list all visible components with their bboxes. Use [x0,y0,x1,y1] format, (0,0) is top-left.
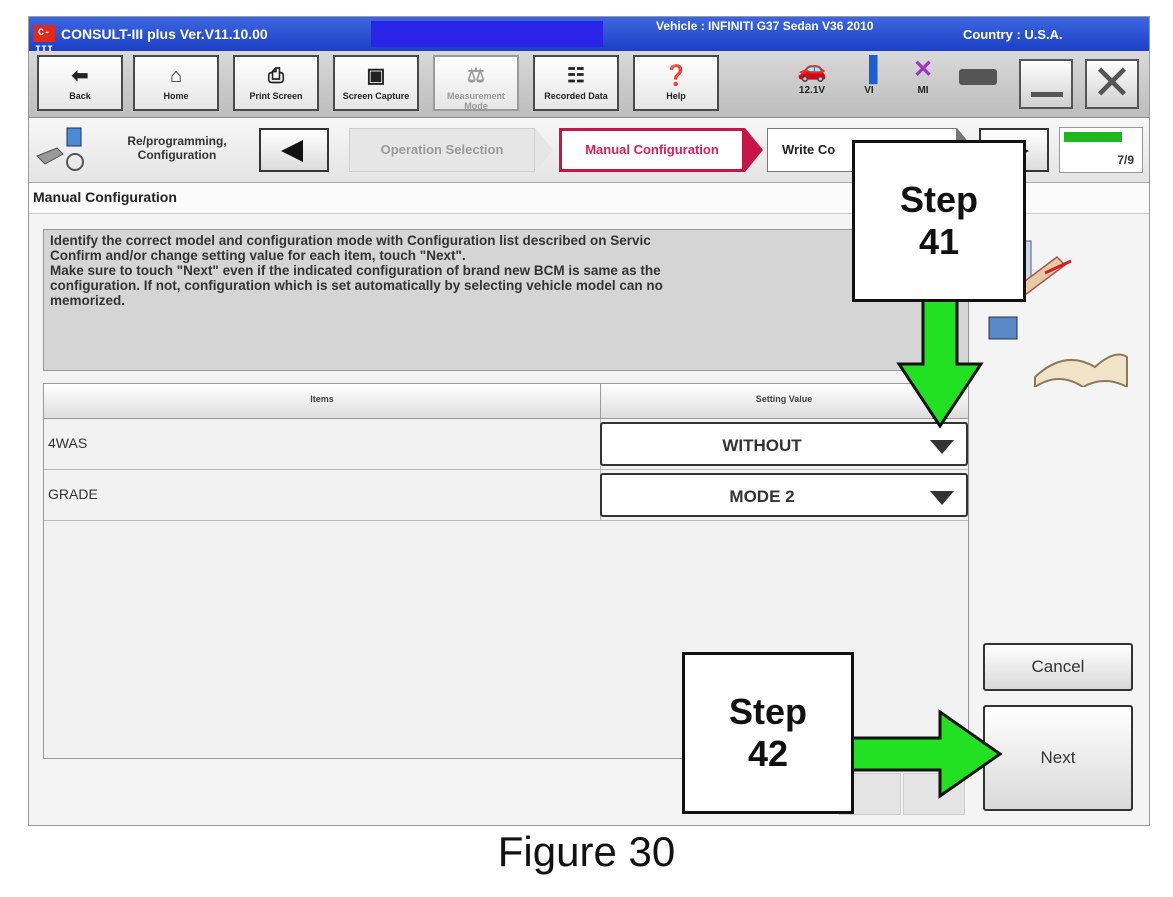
left-triangle-icon [281,140,303,162]
back-button[interactable]: ⬅ Back [37,55,123,111]
setting-value-dropdown[interactable]: WITHOUT [600,422,968,466]
home-icon: ⌂ [169,65,183,87]
table-row: 4WAS WITHOUT [44,419,968,470]
app-name: CONSULT-III plus Ver.V11.10.00 [61,26,268,42]
app-logo-icon: C-III [33,25,55,56]
progress-text: 7/9 [1117,153,1134,167]
callout-label: Step [899,179,978,220]
instruction-line: memorized. [50,293,126,308]
battery-icon [959,69,997,85]
table-row: GRADE MODE 2 [44,470,968,521]
recorded-data-label: Recorded Data [544,91,608,101]
measurement-mode-button[interactable]: ⚖ Measurement Mode [433,55,519,111]
figure-caption: Figure 30 [497,828,676,875]
vi-text: VI [864,85,874,96]
help-button[interactable]: ❓ Help [633,55,719,111]
progress-bar [1064,132,1122,142]
toolbar: ⬅ Back ⌂ Home ⎙ Print Screen ▣ Screen Ca… [29,51,1149,118]
minimize-icon [1031,92,1063,97]
instruction-line: Identify the correct model and configura… [50,233,651,248]
header-setting-value: Setting Value [755,394,813,404]
back-arrow-icon: ⬅ [71,65,89,87]
help-icon: ❓ [663,65,689,87]
previous-step-button[interactable] [259,128,329,172]
instruction-line: configuration. If not, configuration whi… [50,278,663,293]
print-screen-button[interactable]: ⎙ Print Screen [233,55,319,111]
item-name: 4WAS [48,435,88,451]
vehicle-info: Vehicle : INFINITI G37 Sedan V36 2010 [656,19,874,33]
mi-text: MI [917,85,929,96]
cancel-button[interactable]: Cancel [983,643,1133,691]
close-icon: ✕ [1091,57,1133,110]
setting-value-dropdown[interactable]: MODE 2 [600,473,968,517]
setting-value: WITHOUT [722,436,802,455]
printer-icon: ⎙ [268,65,284,87]
header-items: Items [310,394,334,404]
mi-disconnected-icon: ✕ [912,56,934,83]
vi-status: ▐ VI [847,56,891,97]
help-label: Help [666,91,686,101]
callout-label: Step [728,691,807,732]
instructions-panel: Identify the correct model and configura… [43,229,969,371]
voltage-text: 12.1V [798,85,826,96]
next-button[interactable]: Next [983,705,1133,811]
step-progress: 7/9 [1059,127,1143,173]
title-bar: C-III CONSULT-III plus Ver.V11.10.00 Veh… [29,17,1149,56]
setting-value: MODE 2 [729,487,795,506]
print-screen-label: Print Screen [249,91,303,101]
recorded-data-icon: ☷ [567,65,585,87]
callout-number: 42 [747,733,789,774]
screen-capture-button[interactable]: ▣ Screen Capture [333,55,419,111]
screen-capture-label: Screen Capture [342,91,410,101]
table-header: Items Setting Value [44,384,968,419]
crumb-reprogramming: Re/programming, Configuration [127,134,227,162]
step-41-arrow [896,300,984,429]
close-button[interactable]: ✕ [1085,59,1139,109]
column-divider [600,384,601,418]
chevron-right-icon [745,128,763,172]
instruction-line: Confirm and/or change setting value for … [50,248,466,263]
camera-icon: ▣ [366,65,386,87]
step-42-callout: Step 42 [682,652,854,814]
dropdown-arrow-icon [930,491,954,505]
home-button[interactable]: ⌂ Home [133,55,219,111]
title-highlight [371,21,603,47]
signal-icon: ▐ [860,56,878,83]
back-label: Back [69,91,91,101]
scroll-down-button[interactable] [903,773,965,815]
step-41-callout: Step 41 [852,140,1026,302]
dropdown-arrow-icon [930,440,954,454]
recorded-data-button[interactable]: ☷ Recorded Data [533,55,619,111]
instruction-line: Make sure to touch "Next" even if the in… [50,263,661,278]
reprogramming-icon [36,127,84,171]
step-operation-selection: Operation Selection [349,128,535,172]
country-info: Country : U.S.A. [963,27,1063,42]
home-label: Home [163,91,189,101]
section-title: Manual Configuration [33,189,177,205]
minimize-button[interactable] [1019,59,1073,109]
item-name: GRADE [48,486,98,502]
battery-status: 🚗 12.1V [787,56,837,97]
measurement-mode-label: Measurement Mode [446,91,506,111]
callout-number: 41 [918,221,960,262]
mi-status: ✕ MI [901,56,945,97]
step-42-arrow [852,709,1003,799]
measurement-icon: ⚖ [467,65,485,87]
car-icon: 🚗 [797,56,827,83]
chevron-right-icon [535,128,553,172]
step-manual-configuration: Manual Configuration [559,128,745,172]
